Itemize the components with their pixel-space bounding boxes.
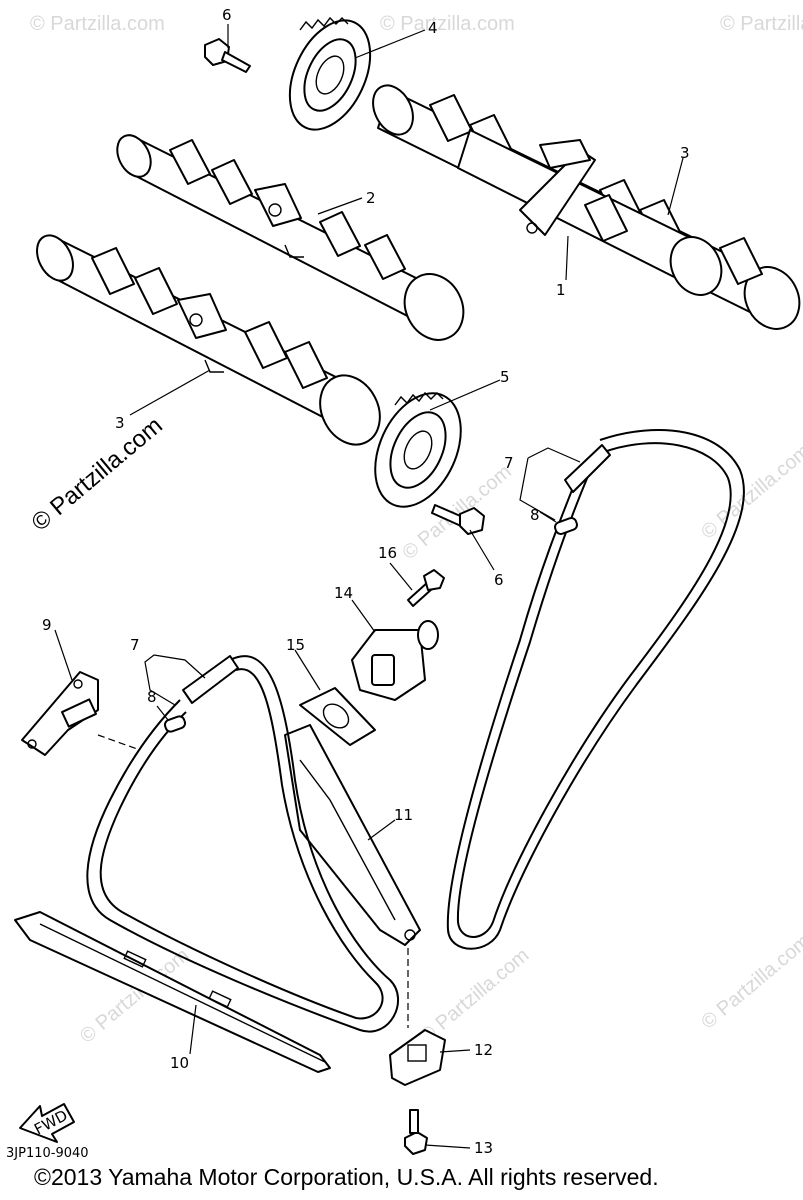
- svg-text:© Partzilla.com: © Partzilla.com: [697, 440, 803, 543]
- copyright-notice: ©2013 Yamaha Motor Corporation, U.S.A. A…: [34, 1164, 659, 1190]
- callout-2: 2: [366, 189, 376, 207]
- callout-3-right: 3: [680, 144, 690, 162]
- callout-6-top: 6: [222, 6, 232, 24]
- chain-clip-8-left: [163, 715, 187, 733]
- fwd-arrow-icon: FWD: [19, 1103, 75, 1143]
- callout-7-right: 7: [504, 454, 514, 472]
- timing-chain-left: [86, 655, 400, 1033]
- callout-12: 12: [474, 1041, 493, 1059]
- callout-14: 14: [334, 584, 353, 602]
- timing-chain-right: [446, 429, 745, 950]
- camshaft-3-left: [36, 234, 381, 446]
- stopper-12: [389, 1029, 446, 1086]
- chain-clip-8-right: [554, 517, 578, 535]
- bolt-13: [404, 1109, 428, 1155]
- chain-guide-11: [284, 724, 421, 946]
- callout-9: 9: [42, 616, 52, 634]
- camshaft-2: [116, 134, 465, 341]
- guide-9-centerline: [97, 734, 141, 751]
- svg-text:© Partzilla.com: © Partzilla.com: [380, 13, 515, 35]
- diagram-code: 3JP110-9040: [6, 1146, 89, 1161]
- callout-7-left: 7: [130, 636, 140, 654]
- callout-15: 15: [286, 636, 305, 654]
- callout-11: 11: [394, 806, 413, 824]
- svg-text:© Partzilla.com: © Partzilla.com: [697, 930, 803, 1033]
- callout-10: 10: [170, 1054, 189, 1072]
- callout-5: 5: [500, 368, 510, 386]
- callout-labels: 6 4 2 3 1 3 5 7 8 6 16 14 15 9 7 8 11 12…: [42, 6, 690, 1157]
- chain-guide-9: [21, 671, 99, 756]
- callout-6-lower: 6: [494, 571, 504, 589]
- bolt-6-lower: [431, 504, 485, 535]
- leader-lines: [54, 24, 684, 1149]
- chain-tensioner-14: [351, 620, 439, 701]
- callout-13: 13: [474, 1139, 493, 1157]
- callout-1: 1: [556, 281, 566, 299]
- chain-guide-10: [14, 911, 331, 1073]
- cam-sprocket-4: [288, 16, 372, 131]
- svg-text:© Partzilla.com: © Partzilla.com: [720, 13, 803, 35]
- partzilla-watermark: © Partzilla.com: [27, 412, 168, 537]
- gasket-15: [299, 687, 376, 746]
- callout-4: 4: [428, 19, 438, 37]
- callout-3-left: 3: [115, 414, 125, 432]
- bolt-16: [407, 569, 445, 607]
- callout-8-right: 8: [530, 506, 540, 524]
- callout-16: 16: [378, 544, 397, 562]
- svg-text:© Partzilla.com: © Partzilla.com: [416, 944, 533, 1047]
- camshaft-1: [457, 129, 723, 296]
- svg-text:© Partzilla.com: © Partzilla.com: [30, 13, 165, 35]
- cam-sprocket-5: [374, 391, 462, 508]
- callout-8-left: 8: [147, 688, 157, 706]
- bolt-6-top: [204, 38, 251, 73]
